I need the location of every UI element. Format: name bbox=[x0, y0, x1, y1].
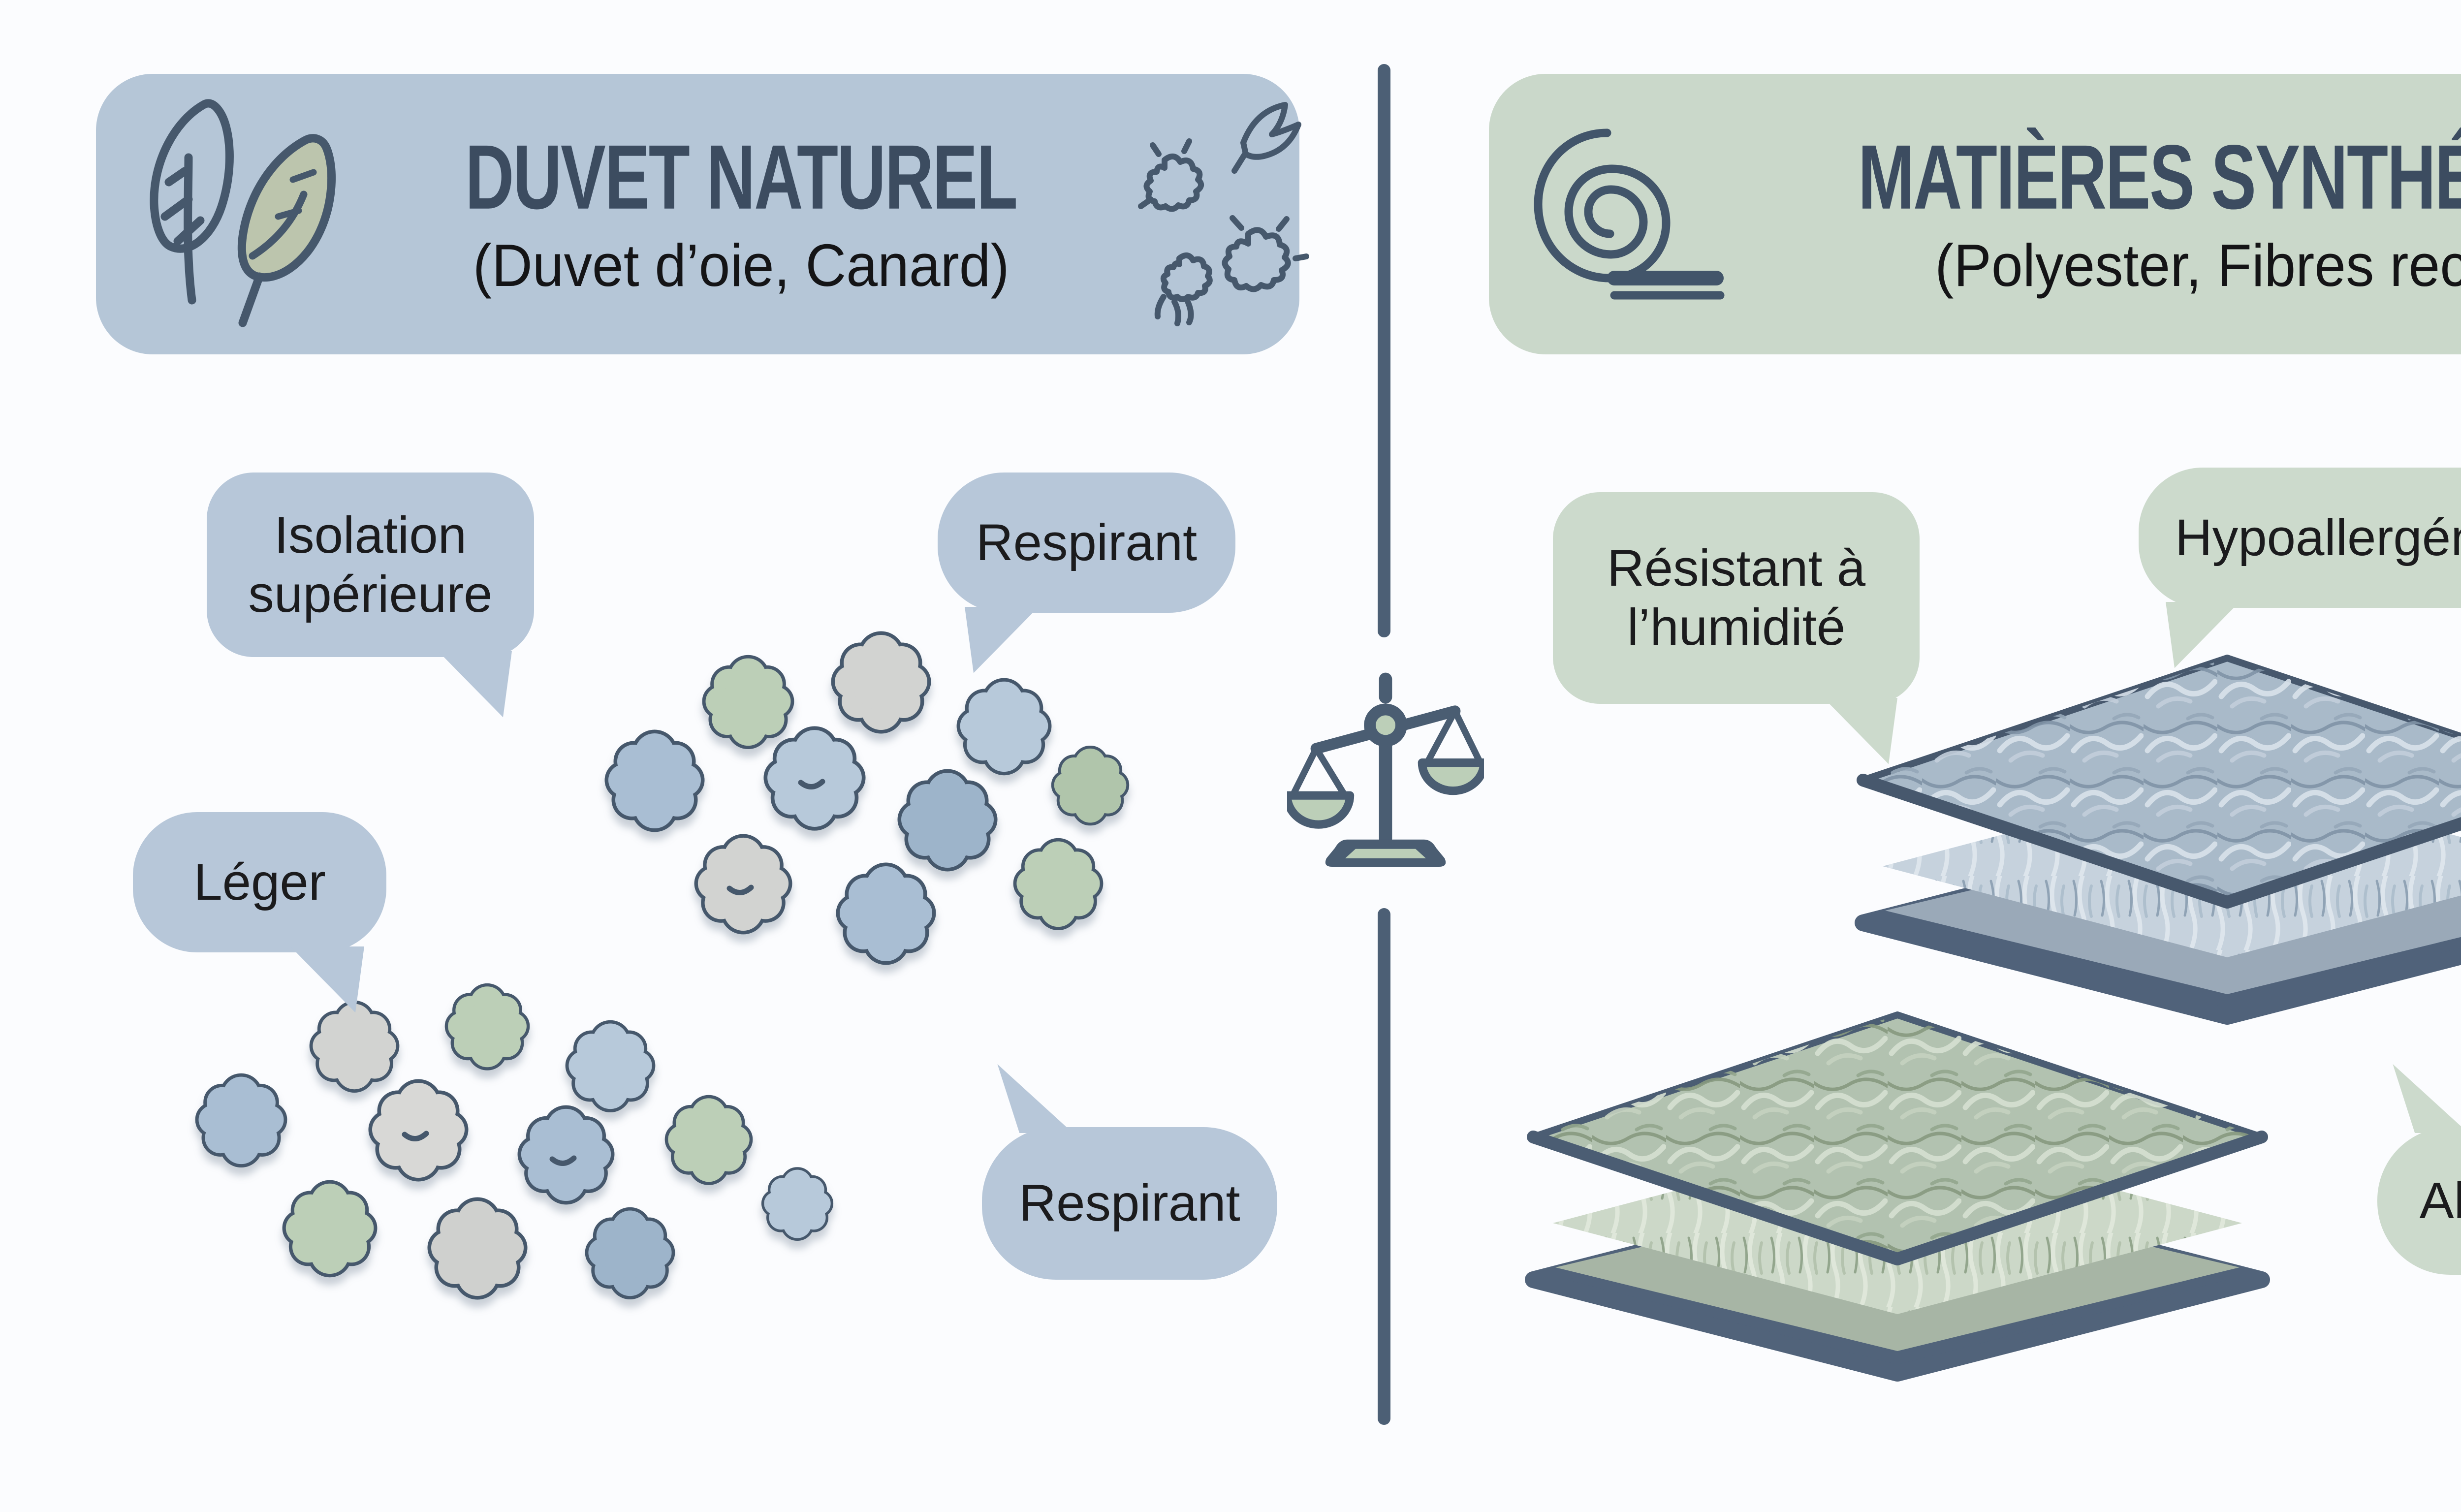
bubble-label: Résistant à l’humidité bbox=[1607, 539, 1866, 656]
feather-icon bbox=[150, 99, 336, 327]
benefit-bubble-hypoallergenique: Hypoallergénique bbox=[2139, 468, 2461, 668]
synthetic-pad-green-illustration bbox=[1525, 1011, 2270, 1382]
divider-bottom-segment bbox=[1378, 908, 1390, 1425]
batting-roll-icon bbox=[1534, 128, 1725, 300]
natural-title: DUVET NATUREL bbox=[465, 126, 1018, 228]
benefit-bubble-isolation: Isolation supérieure bbox=[207, 472, 534, 718]
synthetic-title: MATIÈRES SYNTHÉTIQUES bbox=[1858, 126, 2461, 228]
benefit-bubble-respirant-top: Respirant bbox=[938, 472, 1235, 673]
balance-scale-icon bbox=[1287, 672, 1484, 867]
natural-subtitle: (Duvet d’oie, Canard) bbox=[473, 232, 1010, 299]
bubble-label: Isolation supérieure bbox=[248, 506, 493, 623]
bubble-label: Respirant bbox=[976, 513, 1198, 571]
synthetic-pad-blue-illustration bbox=[1855, 655, 2461, 1025]
bubble-tail bbox=[438, 651, 512, 718]
natural-panel-header: DUVET NATUREL (Duvet d’oie, Canard) bbox=[96, 74, 1309, 354]
benefit-bubble-abordable: Abordable bbox=[2377, 1064, 2461, 1275]
synthetic-panel-header: MATIÈRES SYNTHÉTIQUES (Polyester, Fibres… bbox=[1489, 74, 2461, 354]
down-tufts-icon bbox=[1137, 102, 1309, 326]
synthetic-subtitle: (Polyester, Fibres recyclées) bbox=[1935, 232, 2461, 299]
bubble-label: Léger bbox=[193, 853, 326, 911]
benefit-bubble-leger: Léger bbox=[133, 812, 386, 1013]
bubble-label: Abordable bbox=[2419, 1172, 2461, 1230]
divider-top-segment bbox=[1378, 64, 1390, 637]
down-cluster-illustration-bottom bbox=[143, 962, 856, 1386]
bubble-label: Respirant bbox=[1019, 1174, 1240, 1232]
bubble-tail bbox=[997, 1064, 1073, 1133]
benefit-bubble-respirant-bottom: Respirant bbox=[982, 1064, 1277, 1280]
bubble-label: Hypoallergénique bbox=[2175, 508, 2461, 567]
bubble-tail bbox=[2393, 1064, 2461, 1133]
